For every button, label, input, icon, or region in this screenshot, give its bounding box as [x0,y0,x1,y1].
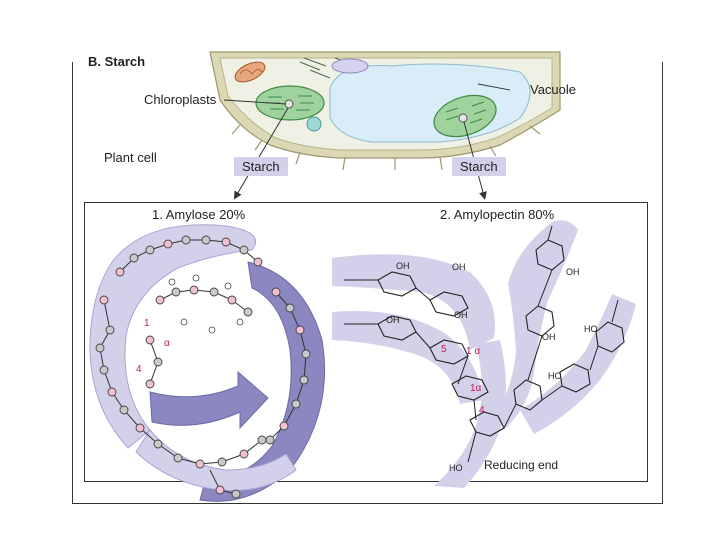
arrow-left [233,107,289,200]
inner-frame-right [647,202,648,482]
outer-frame-left [72,62,73,504]
cell-wall-spikes [231,124,541,171]
oh-label-2: OH [454,310,468,320]
oh-label-6: OH [452,262,466,272]
helix-ribbon-front [199,261,325,502]
ho-label-3: HO [449,463,463,473]
ho-label-2: HO [548,371,562,381]
oh-label-5: OH [542,332,556,342]
amylose-label-4: 4 [136,364,142,375]
oh-label-3: OH [386,315,400,325]
amylopectin-band-top-branch [492,220,578,428]
small-organelle [306,116,322,132]
amylopectin-band-upper [332,254,495,350]
amylopectin-title: 2. Amylopectin 80% [440,207,555,222]
vesicle [331,58,369,74]
amylopectin-band-main [434,340,506,488]
amylopectin-label-1a-mid: 1α [470,383,482,394]
starch-grain-left [284,99,294,109]
amylose-label-alpha: α [164,338,170,349]
starch-chip-left: Starch [234,157,288,176]
ho-label-1: HO [584,324,598,334]
inner-frame-bottom [84,481,648,482]
chloroplasts-label: Chloroplasts [144,92,217,107]
starch-chip-right: Starch [452,157,506,176]
glycosidic-bonds [344,225,619,463]
helix-atoms-grey [95,235,311,499]
starch-grain-right [458,113,468,123]
oh-label-4: OH [566,267,580,277]
amylopectin-label-5: 5 [441,344,447,355]
amylose-label-1: 1 [144,318,150,329]
amylopectin-band-right-branch [520,294,636,434]
amylopectin-label-4: 4 [479,405,485,416]
inner-frame-top [84,202,648,203]
plant-cell [209,51,561,200]
outer-frame-bottom [72,503,663,504]
reducing-end-label: Reducing end [484,458,559,472]
helix-ribbon-back [89,224,257,449]
amylopectin-label-1a-top: 1 α [466,346,481,357]
inner-frame-left [84,202,85,482]
oh-label-1: OH [396,261,410,271]
amylopectin-structure [332,220,636,488]
amylopectin-band-middle [332,310,484,404]
helix-atoms-pink [99,237,305,495]
amylose-helix [89,224,325,502]
outer-frame-right [662,62,663,504]
amylose-title: 1. Amylose 20% [152,207,246,222]
plant-cell-label: Plant cell [104,150,157,165]
section-title: B. Starch [88,54,146,69]
vacuole-label: Vacuole [530,82,577,97]
helix-arrow [149,370,269,430]
helix-hydroxyls [168,274,244,334]
